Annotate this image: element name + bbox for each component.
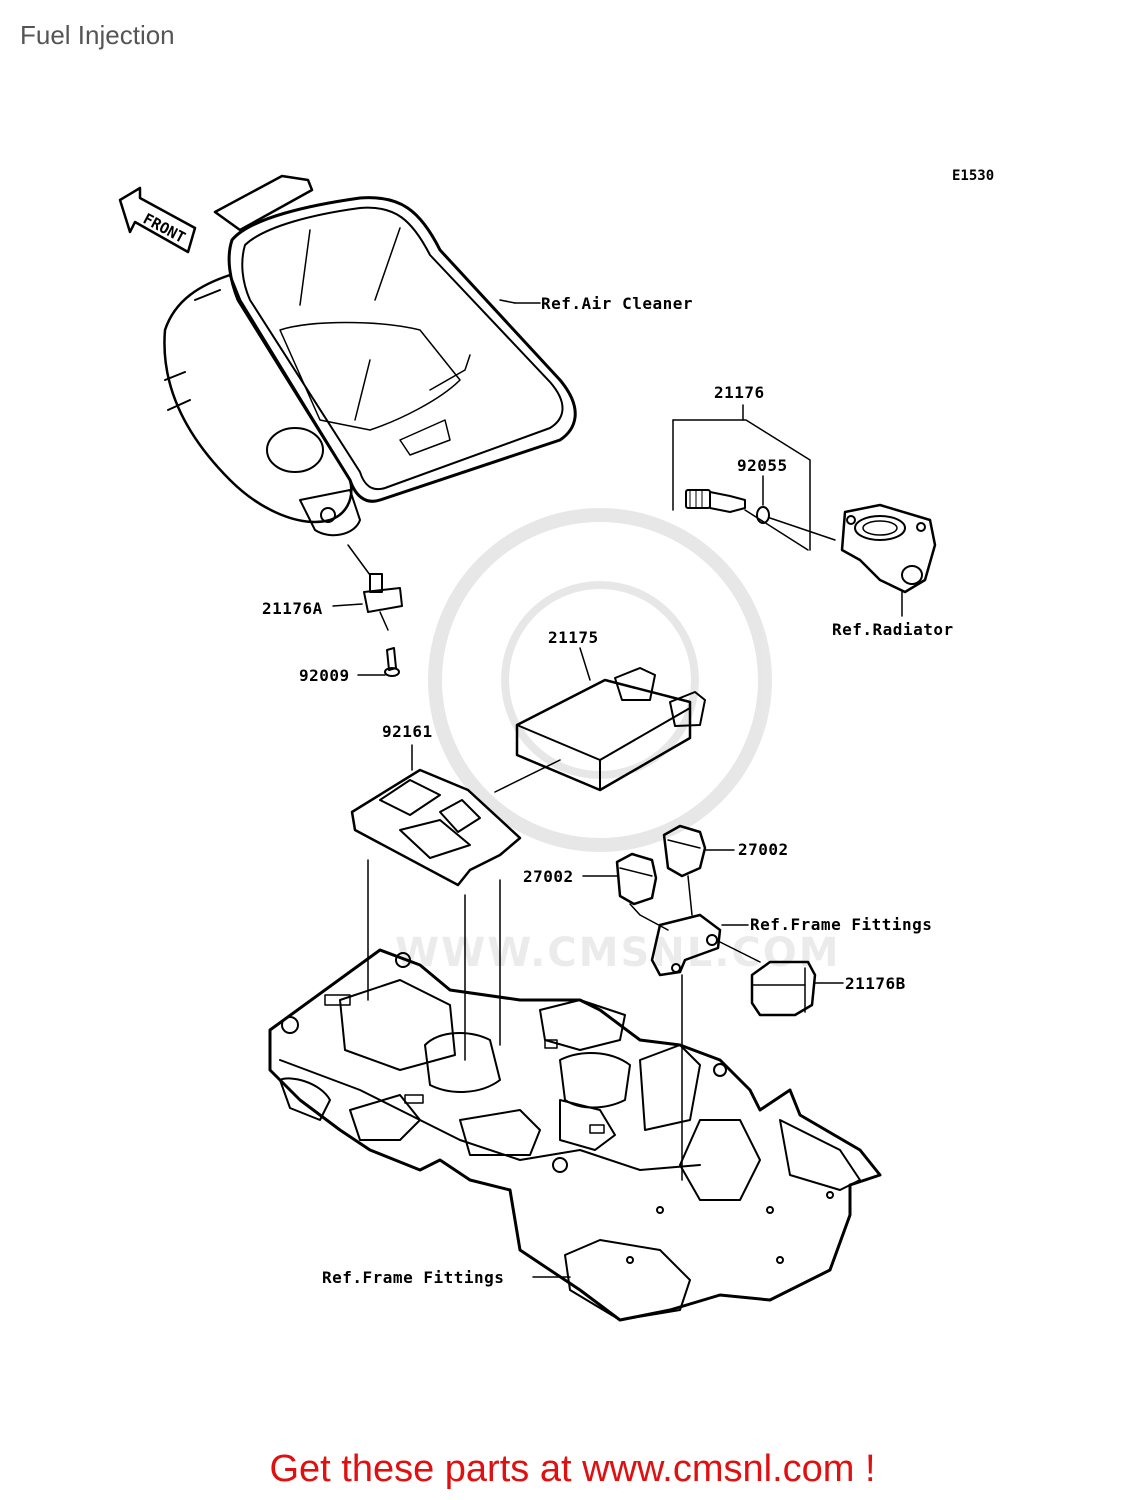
watermark: WWW.CMSNL.COM — [395, 930, 841, 976]
sensor-21176-group — [672, 404, 836, 551]
callout-27002-right: 27002 — [738, 840, 789, 859]
frame-tray — [268, 948, 882, 1322]
footer-link[interactable]: Get these parts at www.cmsnl.com ! — [269, 1448, 876, 1490]
page-title: Fuel Injection — [20, 20, 175, 50]
air-cleaner-housing — [163, 174, 577, 537]
callout-92055: 92055 — [737, 456, 788, 475]
callout-92009: 92009 — [299, 666, 350, 685]
connector-27002-left — [582, 852, 669, 931]
callout-92161: 92161 — [382, 722, 433, 741]
frame-fittings-bracket — [650, 913, 749, 1181]
screw-92009 — [357, 647, 400, 677]
front-arrow-icon: FRONT — [118, 186, 197, 254]
callout-21176A: 21176A — [262, 599, 323, 618]
front-label: FRONT — [140, 210, 188, 247]
callout-21176B: 21176B — [845, 974, 906, 993]
radiator-fitting — [840, 503, 937, 617]
connector-27002-right — [662, 824, 735, 916]
sensor-21176A — [332, 544, 403, 631]
callout-radiator: Ref.Radiator — [832, 620, 954, 639]
callout-27002-left: 27002 — [523, 867, 574, 886]
ecu-21175 — [494, 647, 706, 793]
callout-21175: 21175 — [548, 628, 599, 647]
callout-frame-fittings-lower: Ref.Frame Fittings — [322, 1268, 505, 1287]
callout-frame-fittings-upper: Ref.Frame Fittings — [750, 915, 933, 934]
sensor-21176B — [719, 941, 844, 1017]
callout-21176: 21176 — [714, 383, 765, 402]
watermark-logo — [428, 508, 772, 852]
callout-air-cleaner: Ref.Air Cleaner — [541, 294, 693, 313]
bracket-92161 — [350, 744, 522, 1061]
diagram-id: E1530 — [952, 168, 995, 184]
